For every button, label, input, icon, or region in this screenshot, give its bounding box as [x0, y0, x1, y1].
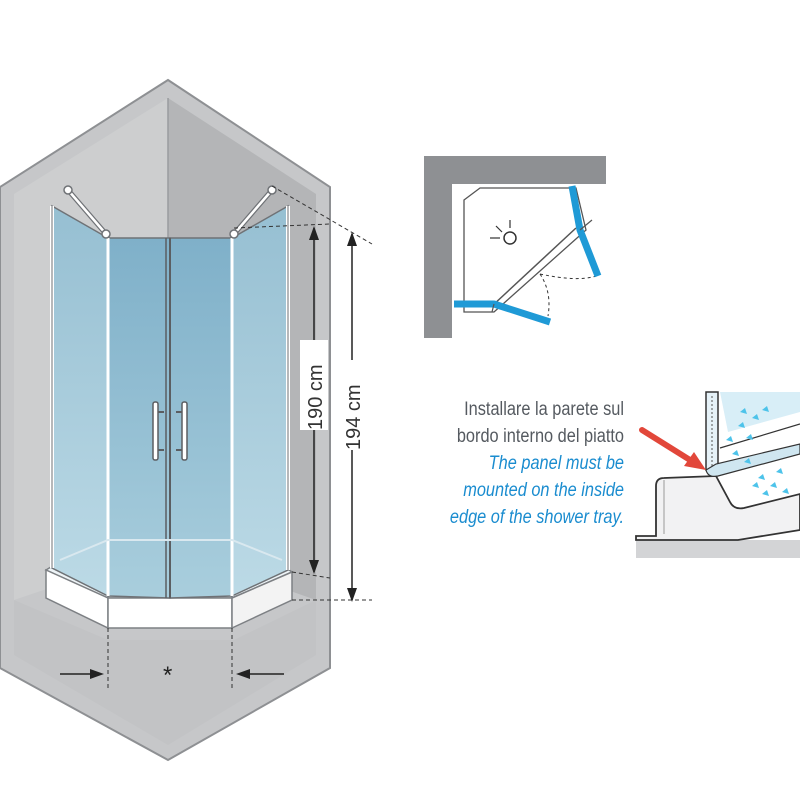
panel-left-plan [454, 300, 552, 326]
stabilizer-bar-left [63, 185, 111, 239]
note-en-line-1: The panel must be [488, 453, 624, 474]
note-en-line-3: edge of the shower tray. [449, 507, 624, 528]
note-it-line-2: bordo interno del piatto [456, 426, 624, 447]
installation-note-english: The panel must be mounted on the inside … [397, 450, 624, 531]
height-dimension-194: 194 cm [338, 232, 366, 602]
glass-door-left [107, 237, 171, 599]
floor [14, 600, 316, 745]
red-arrow-icon [639, 427, 706, 470]
door-handle-left [152, 401, 164, 461]
width-marker: * [163, 662, 172, 689]
tray-profile [635, 475, 800, 541]
water-drops-icon [726, 406, 789, 496]
note-it-line-1: Installare la parete sul [464, 399, 624, 420]
installation-note-italian: Installare la parete sul bordo interno d… [397, 396, 624, 450]
tray-plan [463, 187, 587, 313]
stabilizer-bar-right [229, 185, 277, 239]
drain-icon [490, 220, 517, 245]
height-dimension-190: 190 cm [300, 226, 328, 574]
height-label-194: 194 cm [343, 384, 365, 450]
glass-door-right [169, 237, 233, 599]
shower-enclosure-illustration [0, 78, 373, 762]
glass-panel-right [231, 204, 289, 598]
top-view-plan [424, 156, 606, 338]
note-en-line-2: mounted on the inside [463, 480, 624, 501]
height-label-190: 190 cm [305, 364, 327, 430]
panel-profile [705, 391, 719, 471]
width-dimension: * [60, 662, 284, 689]
door-handle-right [176, 401, 188, 461]
tray-edge-detail [635, 391, 800, 558]
glass-panel-left [51, 204, 109, 598]
